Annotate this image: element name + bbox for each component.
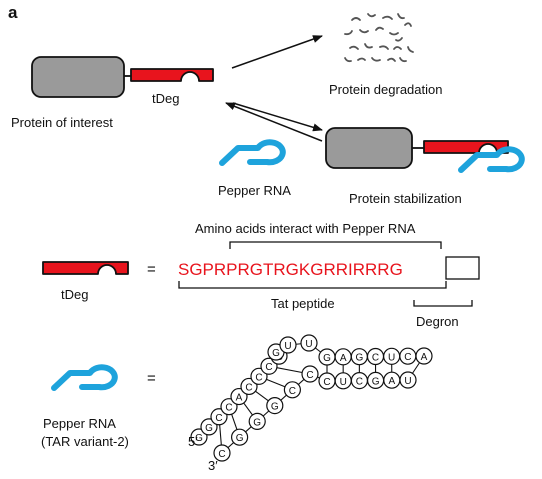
pepper-rna-icon-mid xyxy=(219,139,286,166)
pepper-rna-secondary-structure: GGCCACCCGGUUGAGCUCAUAGCUCCCGGGC xyxy=(190,334,433,462)
rna-top-strand-nt: G xyxy=(355,353,363,364)
rna-three-prime-nt-circle xyxy=(248,412,266,430)
equals-sign-2: = xyxy=(147,370,156,387)
tdeg-shape-stabilized xyxy=(423,140,509,154)
protein-of-interest-label: Protein of interest xyxy=(11,115,113,130)
rna-five-prime-nt: A xyxy=(236,393,243,404)
panel-label: a xyxy=(8,3,18,22)
rna-top-strand-nt: A xyxy=(421,352,428,363)
rna-bottom-strand-nt: U xyxy=(340,377,347,388)
tdeg-shape-def xyxy=(42,261,129,275)
degron-box xyxy=(445,256,480,280)
rna-loop-nt: U xyxy=(305,339,312,350)
pepper-rna-label-bottom: Pepper RNA xyxy=(43,416,116,431)
degraded-protein-fragments xyxy=(344,13,414,63)
amino-acids-label: Amino acids interact with Pepper RNA xyxy=(195,221,416,236)
five-prime-label: 5′ xyxy=(188,434,198,449)
tat-peptide-label: Tat peptide xyxy=(271,296,335,311)
protein-stabilization-label: Protein stabilization xyxy=(349,191,462,206)
protein-of-interest-shape xyxy=(31,56,125,98)
rna-three-prime-nt-circle xyxy=(266,397,284,415)
rna-top-strand-nt: C xyxy=(404,352,411,363)
sequence-tat: SGPRPRGTRGKGRRIRR xyxy=(178,260,377,279)
pepper-rna-label-mid: Pepper RNA xyxy=(218,183,291,198)
rna-three-prime-nt-circle xyxy=(301,365,319,383)
rna-three-prime-nt-circle xyxy=(231,428,249,446)
rna-three-prime-nt: G xyxy=(236,433,244,444)
pepper-rna-bound xyxy=(458,146,525,173)
rna-five-prime-nt: C xyxy=(215,413,222,424)
rna-bottom-strand-nt: G xyxy=(372,376,380,387)
sequence-degron: RG xyxy=(377,260,403,279)
rna-five-prime-nt: C xyxy=(265,362,272,373)
rna-five-prime-nt: G xyxy=(205,423,213,434)
rna-three-prime-nt: C xyxy=(289,386,296,397)
rna-bottom-strand-nt: C xyxy=(323,377,330,388)
arrow-to-stabilization xyxy=(232,102,323,132)
rna-five-prime-nt: C xyxy=(255,372,262,383)
rna-loop-nt-circle xyxy=(279,336,297,354)
rna-bottom-strand-nt: U xyxy=(404,376,411,387)
pepper-rna-icon-bottom xyxy=(51,364,118,391)
protein-degradation-label: Protein degradation xyxy=(329,82,442,97)
rna-three-prime-nt: C xyxy=(218,449,225,460)
rna-bottom-strand-nt: A xyxy=(388,376,395,387)
tdeg-shape-top xyxy=(130,68,214,82)
tdeg-sequence: SGPRPRGTRGKGRRIRRRG xyxy=(178,260,403,279)
amino-acids-bracket xyxy=(229,241,442,249)
protein-stabilized-shape xyxy=(325,127,413,169)
rna-five-prime-nt: G xyxy=(195,433,203,444)
tar-variant-label: (TAR variant-2) xyxy=(41,434,129,449)
rna-three-prime-nt: G xyxy=(271,402,279,413)
rna-five-prime-nt: C xyxy=(225,403,232,414)
rna-three-prime-nt-circle xyxy=(213,444,231,462)
tdeg-label-top: tDeg xyxy=(152,91,179,106)
arrow-back-to-free xyxy=(225,102,323,142)
degron-bracket xyxy=(413,300,473,307)
rna-three-prime-nt: C xyxy=(306,370,313,381)
protein-stabilization-group xyxy=(325,127,525,173)
rna-top-strand-nt: C xyxy=(372,353,379,364)
protein-of-interest-group xyxy=(31,56,214,98)
rna-bottom-strand-nt: C xyxy=(356,377,363,388)
rna-loop-nt: U xyxy=(284,341,291,352)
rna-top-strand-nt-circle xyxy=(415,347,433,365)
rna-top-strand-nt: A xyxy=(340,353,347,364)
arrow-to-degradation xyxy=(231,35,323,69)
rna-top-strand-nt: U xyxy=(388,352,395,363)
rna-top-strand-nt: G xyxy=(323,353,331,364)
three-prime-label: 3′ xyxy=(208,458,218,473)
rna-three-prime-nt-circle xyxy=(283,381,301,399)
rna-bottom-strand-nt-circle xyxy=(318,372,336,390)
degron-label: Degron xyxy=(416,314,459,329)
equals-sign-1: = xyxy=(147,261,156,278)
rna-five-prime-nt: C xyxy=(245,382,252,393)
rna-three-prime-nt: G xyxy=(253,417,261,428)
tat-peptide-bracket xyxy=(178,281,447,289)
tdeg-label-def: tDeg xyxy=(61,287,88,302)
rna-loop-nt-circle xyxy=(300,334,318,352)
rna-five-prime-nt: G xyxy=(272,348,280,359)
